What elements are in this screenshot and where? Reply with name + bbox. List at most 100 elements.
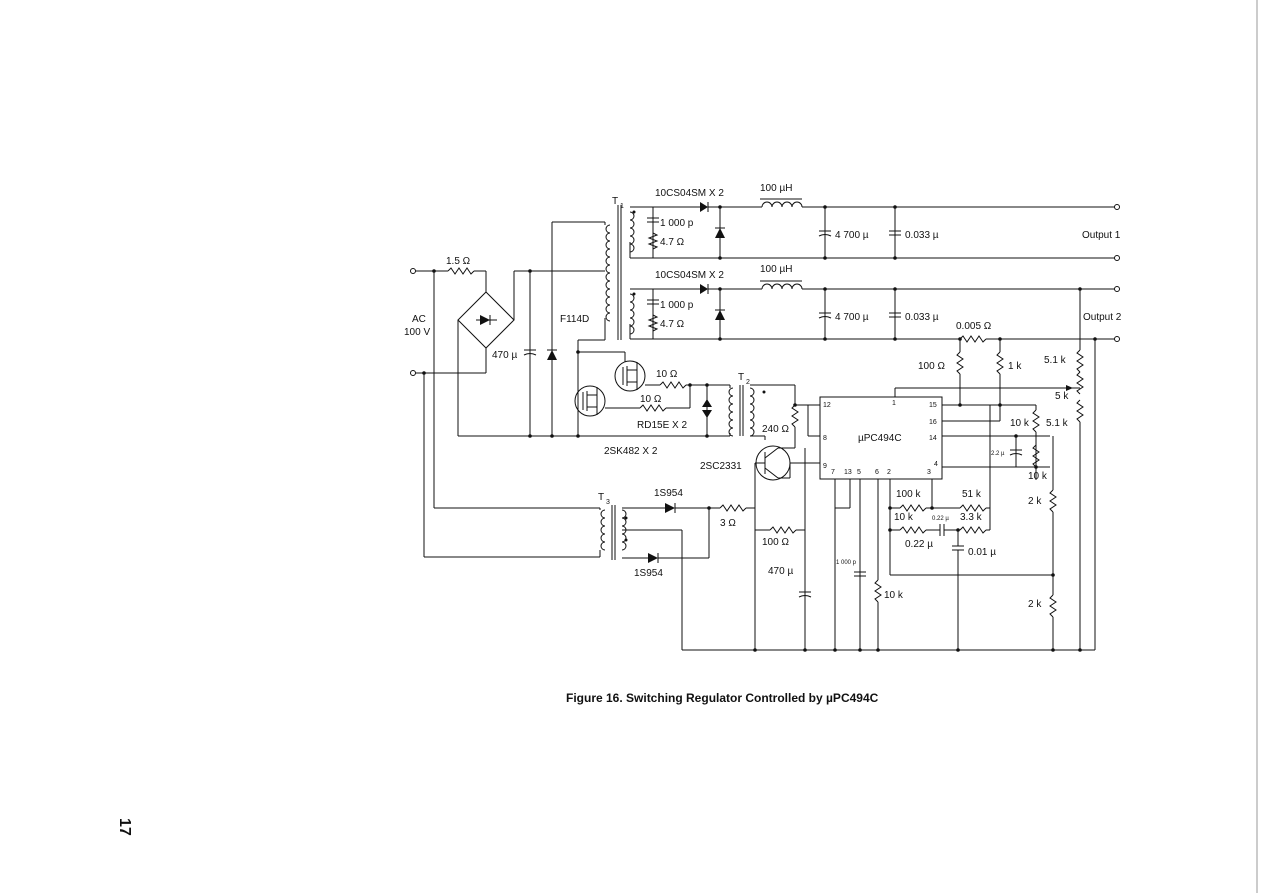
zener-1-symbol <box>702 399 712 407</box>
label-output2: Output 2 <box>1083 312 1122 323</box>
resistor-5k1-b-symbol <box>1076 399 1084 423</box>
resistor-2k-b-symbol <box>1049 594 1057 618</box>
label-transistor: 2SC2331 <box>700 461 742 472</box>
label-shunt: 0.005 Ω <box>956 321 992 332</box>
diode-1s954-top-symbol <box>665 503 675 513</box>
terminal-ac-in-2[interactable] <box>410 370 416 376</box>
inductor-out1-symbol <box>761 201 803 208</box>
ic-pin-12: 12 <box>823 402 831 409</box>
ic-pin-9: 9 <box>823 463 827 470</box>
label-r-100-base: 100 Ω <box>762 537 789 548</box>
label-diode-out2: 10CS04SM X 2 <box>655 270 724 281</box>
t2-secondary-winding <box>749 387 755 437</box>
resistor-100k-symbol <box>899 504 927 512</box>
label-r-10k-div: 10 k <box>1010 418 1030 429</box>
label-r-1k: 1 k <box>1008 361 1022 372</box>
label-t1: T <box>612 196 618 207</box>
ic-upc494c <box>795 387 1080 650</box>
label-cap-bulk2: 4 700 µ <box>835 312 869 323</box>
label-inductor-out2: 100 µH <box>760 264 792 275</box>
label-snubber-c2: 1 000 p <box>660 300 694 311</box>
t1-secondary-2-winding <box>629 293 635 335</box>
label-cap-film2: 0.033 µ <box>905 312 939 323</box>
label-r-10k-rt: 10 k <box>884 590 904 601</box>
label-f114d: F114D <box>560 314 589 325</box>
terminal-output2-neg[interactable] <box>1114 336 1120 342</box>
ic-pin-1: 1 <box>892 400 896 407</box>
ic-pin-16: 16 <box>929 419 937 426</box>
terminal-ac-in-1[interactable] <box>410 268 416 274</box>
shunt-resistor-symbol <box>959 335 987 343</box>
ic-pin-2: 2 <box>887 469 891 476</box>
label-zener: RD15E X 2 <box>637 420 687 431</box>
resistor-10k-low-symbol <box>1032 444 1040 468</box>
terminal-output2-pos[interactable] <box>1114 286 1120 292</box>
freewheel-diode-1 <box>715 228 725 238</box>
mosfet-1-symbol <box>614 360 646 392</box>
label-ac-line2: 100 V <box>404 327 430 338</box>
label-cap-input: 470 µ <box>492 350 517 361</box>
label-cap-1000p-ct: 1 000 p <box>836 560 857 566</box>
label-r-100k: 100 k <box>896 489 921 500</box>
label-r-2k-a: 2 k <box>1028 496 1042 507</box>
ic-pin-7: 7 <box>831 469 835 476</box>
label-r-51k: 51 k <box>962 489 982 500</box>
label-t2: T <box>738 372 744 383</box>
t1-dot-1 <box>632 210 636 214</box>
resistor-10k-fb-symbol <box>899 526 927 534</box>
ic-pin-13: 13 <box>844 469 852 476</box>
label-cap-film1: 0.033 µ <box>905 230 939 241</box>
cap-470-aux-symbol <box>798 595 812 598</box>
diode-1s954-bot-symbol <box>648 553 658 563</box>
label-r-5k1-b: 5.1 k <box>1046 418 1069 429</box>
label-snubber-c1: 1 000 p <box>660 218 694 229</box>
label-ic-name: µPC494C <box>858 433 902 444</box>
figure-caption: Figure 16. Switching Regulator Controlle… <box>566 691 879 705</box>
resistor-100-base-symbol <box>769 526 797 534</box>
label-mosfets: 2SK482 X 2 <box>604 446 658 457</box>
label-cap-2u2: 2.2 µ <box>991 451 1005 457</box>
diode-f114d-symbol <box>547 350 557 360</box>
label-r-3k3: 3.3 k <box>960 512 983 523</box>
label-cap-bulk1: 4 700 µ <box>835 230 869 241</box>
label-1s954-bot: 1S954 <box>634 568 663 579</box>
label-r-gate1: 10 Ω <box>656 369 678 380</box>
label-cap-470-aux: 470 µ <box>768 566 793 577</box>
label-cap-0u22-small: 0.22 µ <box>932 516 949 522</box>
freewheel-diode-2 <box>715 310 725 320</box>
label-r-5k-pot: 5 k <box>1055 391 1069 402</box>
input-section <box>410 221 730 438</box>
label-r-100-sense: 100 Ω <box>918 361 945 372</box>
ic-pin-15: 15 <box>929 402 937 409</box>
output-1-section <box>605 198 1120 340</box>
label-t3: T <box>598 492 604 503</box>
mosfet-2-symbol <box>574 385 606 417</box>
input-resistor-symbol <box>447 267 475 275</box>
label-cap-0u01: 0.01 µ <box>968 547 996 558</box>
feedback-network <box>888 289 1096 650</box>
inductor-out2-symbol <box>761 283 803 290</box>
label-diode-out1: 10CS04SM X 2 <box>655 188 724 199</box>
resistor-100-sense-symbol <box>956 351 964 375</box>
terminal-output1-neg[interactable] <box>1114 255 1120 261</box>
label-r-10k-low: 10 k <box>1028 471 1048 482</box>
label-r-3: 3 Ω <box>720 518 736 529</box>
label-r-2k-b: 2 k <box>1028 599 1042 610</box>
label-ac-line1: AC <box>412 314 426 325</box>
label-r-240: 240 Ω <box>762 424 789 435</box>
t1-secondary-1-winding <box>629 211 635 253</box>
label-inductor-out1: 100 µH <box>760 183 792 194</box>
terminal-output1-pos[interactable] <box>1114 204 1120 210</box>
diode-out2-symbol <box>700 284 708 294</box>
ic-pin-5: 5 <box>857 469 861 476</box>
label-r-5k1-a: 5.1 k <box>1044 355 1067 366</box>
t3-primary-winding <box>600 509 606 551</box>
label-t1-sub: 1 <box>620 203 624 210</box>
ic-pin-3: 3 <box>927 469 931 476</box>
label-output1: Output 1 <box>1082 230 1121 241</box>
label-r-input: 1.5 Ω <box>446 256 471 267</box>
label-t2-sub: 2 <box>746 379 750 386</box>
t3-aux-transformer <box>422 269 812 650</box>
